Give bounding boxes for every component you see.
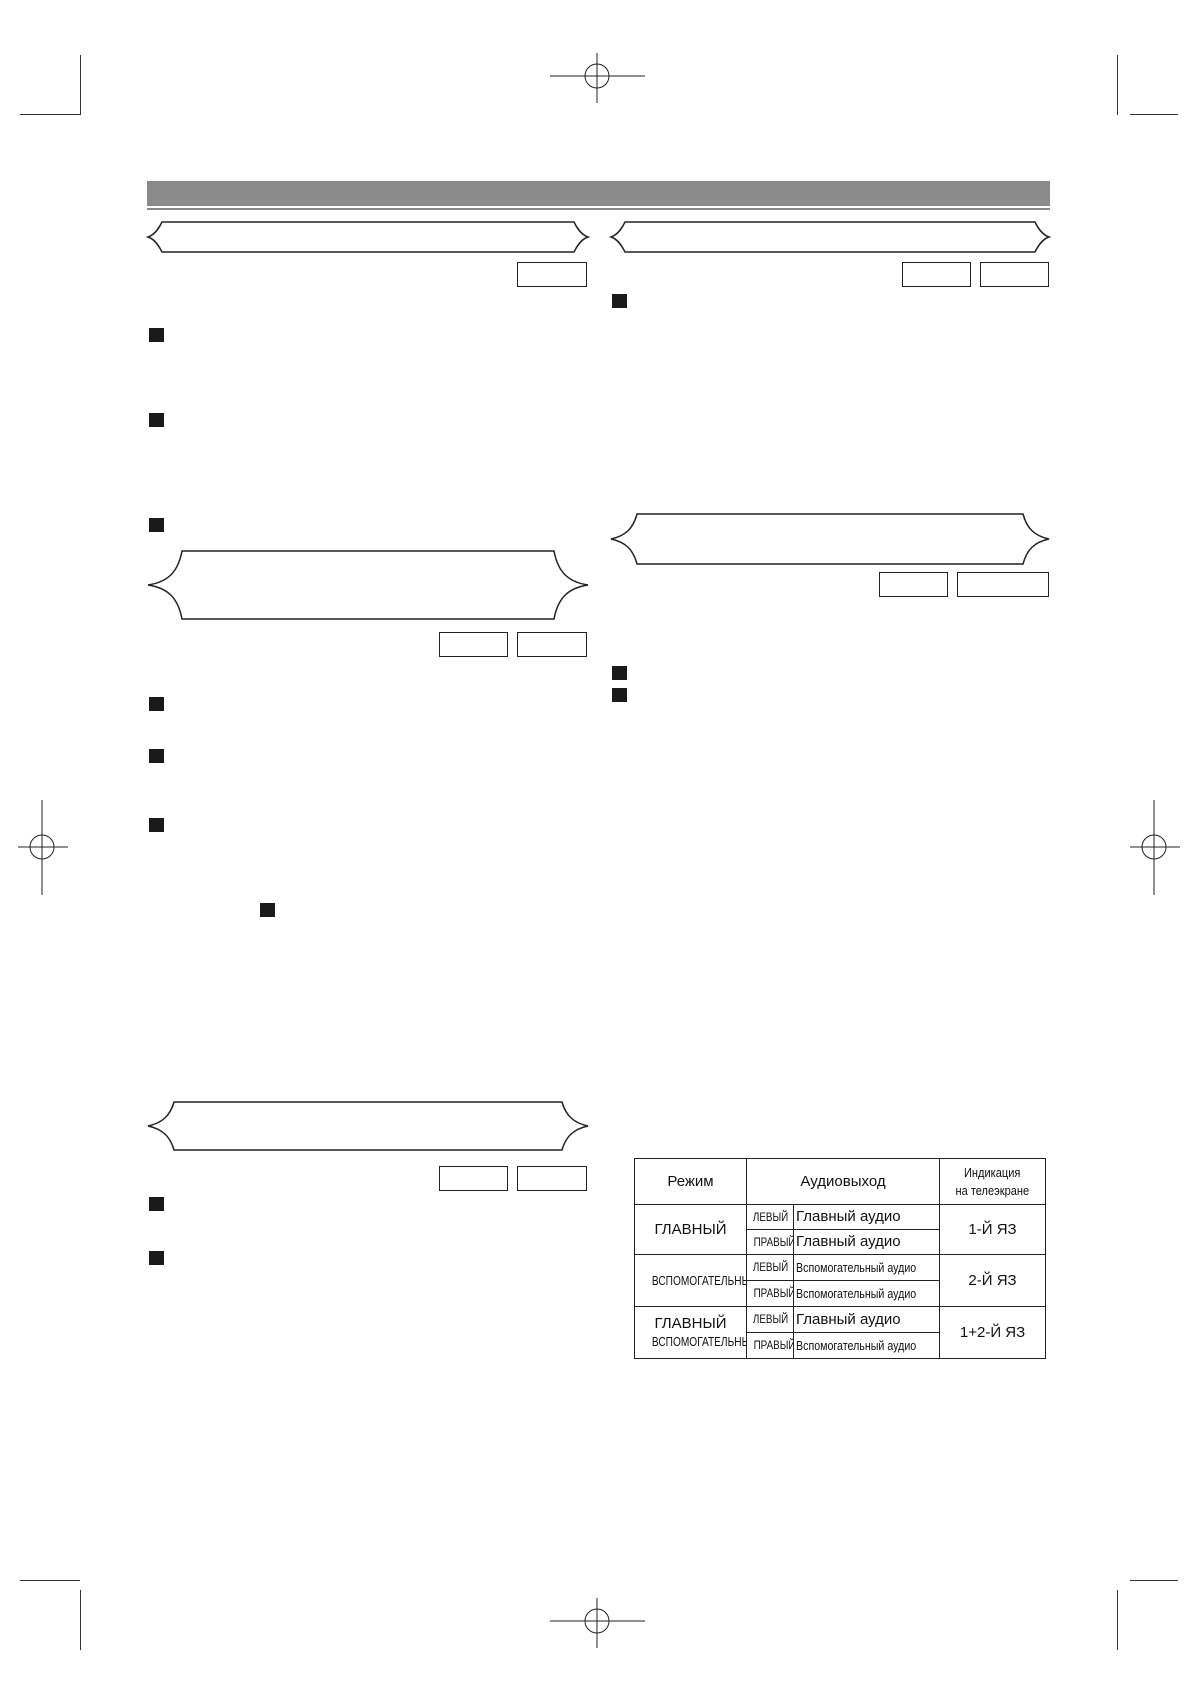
table-row: ПРАВЫЙ Вспомогательный аудио <box>635 1332 1046 1359</box>
table-header-row: Режим Аудиовыход Индикация на телеэкране <box>634 1158 1047 1205</box>
header-indication: Индикация на телеэкране <box>939 1158 1047 1205</box>
mode-cell: ВСПОМОГАТЕЛЬНЫЙ <box>634 1254 747 1307</box>
table-row: ПРАВЫЙ Главный аудио <box>635 1229 1046 1255</box>
table-row: ПРАВЫЙ Вспомогательный аудио <box>635 1280 1046 1307</box>
indication-cell: 2-Й ЯЗ <box>939 1254 1047 1307</box>
channel-left: ЛЕВЫЙ <box>746 1254 794 1281</box>
indication-cell: 1+2-Й ЯЗ <box>939 1306 1047 1359</box>
crop-mark <box>20 1580 80 1581</box>
bullet-icon <box>149 1251 164 1265</box>
section-banner <box>147 1101 589 1151</box>
disc-type-box <box>980 262 1049 287</box>
header-rule <box>147 208 1050 210</box>
table-row: ГЛАВНЫЙ ЛЕВЫЙ Главный аудио 1-Й ЯЗ <box>634 1204 1047 1255</box>
bullet-icon <box>149 697 164 711</box>
section-banner <box>610 513 1050 565</box>
bullet-icon <box>149 328 164 342</box>
channel-left: ЛЕВЫЙ <box>746 1306 794 1333</box>
bullet-icon <box>612 688 627 702</box>
header-output: Аудиовыход <box>745 1158 941 1205</box>
crop-mark <box>1117 1590 1118 1650</box>
channel-left: ЛЕВЫЙ <box>746 1204 794 1230</box>
mode-line2: ВСПОМОГАТЕЛЬНЫЙ <box>651 1333 746 1349</box>
bullet-icon <box>149 518 164 532</box>
registration-mark-bottom <box>550 1598 645 1648</box>
crop-mark <box>1130 1580 1178 1581</box>
disc-type-box <box>517 1166 587 1191</box>
mode-cell: ГЛАВНЫЙ <box>634 1204 747 1255</box>
registration-mark-right <box>1130 800 1180 895</box>
channel-right: ПРАВЫЙ <box>746 1280 794 1307</box>
output-cell: Вспомогательный аудио <box>792 1254 941 1281</box>
bullet-icon <box>612 666 627 680</box>
disc-type-box <box>957 572 1049 597</box>
bullet-icon <box>149 1197 164 1211</box>
section-banner <box>608 221 1052 253</box>
output-cell: Вспомогательный аудио <box>792 1280 941 1307</box>
output-cell: Главный аудио <box>792 1204 941 1230</box>
output-cell: Главный аудио <box>792 1229 941 1255</box>
disc-type-box <box>517 262 587 287</box>
bullet-icon <box>149 413 164 427</box>
disc-type-box <box>439 632 508 657</box>
disc-type-box <box>439 1166 508 1191</box>
output-cell: Вспомогательный аудио <box>792 1332 941 1359</box>
crop-mark <box>1117 55 1118 115</box>
crop-mark <box>80 1590 81 1650</box>
bullet-icon <box>149 749 164 763</box>
disc-type-box <box>517 632 587 657</box>
disc-type-box <box>902 262 971 287</box>
crop-mark <box>1130 114 1178 115</box>
registration-mark-top <box>550 53 645 103</box>
header-indication-line2: на телеэкране <box>955 1182 1030 1198</box>
registration-mark-left <box>18 800 68 895</box>
mode-cell: ГЛАВНЫЙ ВСПОМОГАТЕЛЬНЫЙ <box>634 1306 747 1359</box>
bullet-icon <box>260 903 275 917</box>
channel-right: ПРАВЫЙ <box>746 1229 794 1255</box>
disc-type-box <box>879 572 948 597</box>
mode-line1: ГЛАВНЫЙ <box>654 1314 727 1332</box>
channel-right: ПРАВЫЙ <box>746 1332 794 1359</box>
bullet-icon <box>612 294 627 308</box>
table-row: ВСПОМОГАТЕЛЬНЫЙ ЛЕВЫЙ Вспомогательный ау… <box>634 1254 1047 1307</box>
crop-mark <box>80 55 81 115</box>
bullet-icon <box>149 818 164 832</box>
audio-output-table: Режим Аудиовыход Индикация на телеэкране… <box>634 1158 1047 1359</box>
section-banner <box>145 221 591 253</box>
header-bar <box>147 181 1050 206</box>
indication-cell: 1-Й ЯЗ <box>939 1204 1047 1255</box>
header-indication-line1: Индикация <box>964 1164 1021 1180</box>
section-banner <box>147 550 589 620</box>
output-cell: Главный аудио <box>792 1306 941 1333</box>
table-row: ГЛАВНЫЙ ВСПОМОГАТЕЛЬНЫЙ ЛЕВЫЙ Главный ау… <box>634 1306 1047 1359</box>
crop-mark <box>20 114 80 115</box>
header-mode: Режим <box>634 1158 747 1205</box>
